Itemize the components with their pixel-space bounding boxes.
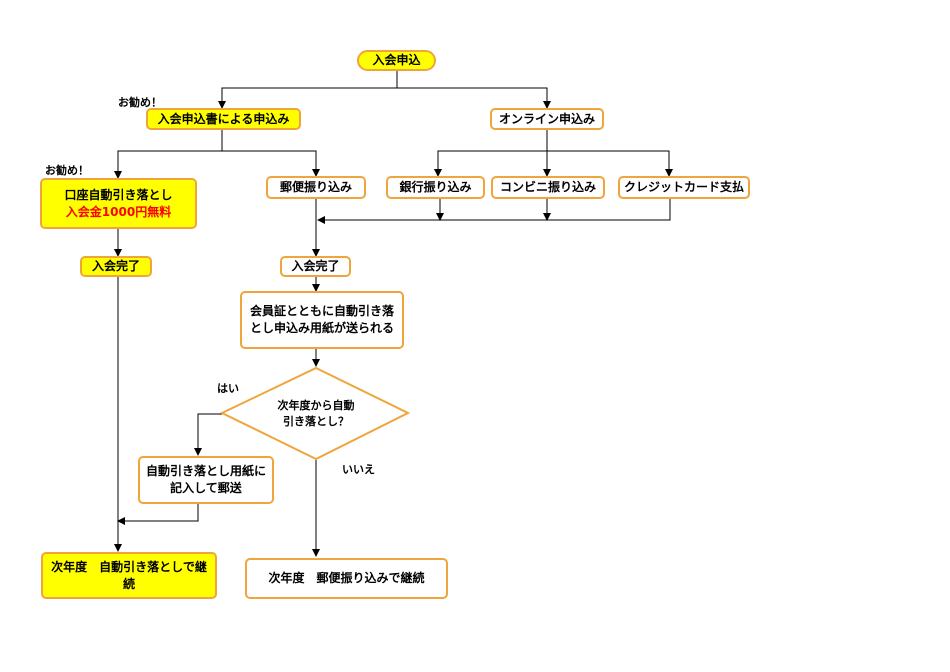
node-membership-card-line1: 会員証とともに自動引き落 [249, 304, 394, 318]
node-auto-debit-line1: 口座自動引き落とし [64, 187, 173, 202]
edge-online-credit [547, 150, 673, 177]
recommended-label-2: お勧め！ [45, 164, 89, 177]
node-bank-transfer: 銀行振り込み [386, 176, 485, 199]
decision-line1: 次年度から自動 [277, 399, 355, 412]
yes-label: はい [217, 382, 239, 395]
node-next-year-auto: 次年度 自動引き落としで継 続 [41, 552, 217, 599]
node-convenience-transfer-label: コンビニ振り込み [499, 180, 596, 194]
node-fill-form-line1: 自動引き落とし用紙に [145, 464, 266, 478]
node-fill-form-line2: 記入して郵送 [170, 481, 242, 495]
node-complete-center: 入会完了 [280, 256, 351, 277]
decision-line2: 引き落とし？ [283, 415, 349, 428]
node-membership-card-line2: とし申込み用紙が送られる [249, 321, 394, 335]
node-fill-form: 自動引き落とし用紙に 記入して郵送 [138, 456, 274, 504]
edge-start-online [397, 87, 551, 109]
node-bank-transfer-label: 銀行振り込み [399, 180, 472, 194]
node-auto-debit-line2: 入会金1000円無料 [65, 204, 172, 219]
decision-text: 次年度から自動 引き落とし？ [252, 396, 380, 432]
edge-start-split [218, 71, 398, 109]
node-membership-card: 会員証とともに自動引き落 とし申込み用紙が送られる [240, 291, 404, 349]
node-next-year-auto-line1: 次年度 自動引き落としで継 [51, 559, 207, 574]
no-label: いいえ [342, 463, 375, 476]
edge-fillform-merge [117, 504, 199, 525]
node-online-application-label: オンライン申込み [498, 111, 595, 126]
node-next-year-auto-line2: 続 [122, 576, 135, 591]
node-next-year-postal-label: 次年度 郵便振り込みで継続 [268, 571, 425, 585]
node-credit-card-label: クレジットカード支払 [623, 180, 744, 194]
node-complete-left-label: 入会完了 [91, 259, 140, 273]
node-credit-card: クレジットカード支払 [618, 176, 750, 199]
edge-paper-postal [222, 150, 320, 177]
recommended-label-1: お勧め！ [118, 96, 162, 109]
node-auto-debit: 口座自動引き落とし 入会金1000円無料 [40, 178, 197, 229]
node-next-year-postal: 次年度 郵便振り込みで継続 [245, 558, 448, 599]
decision-diamond [219, 366, 411, 461]
node-postal-transfer: 郵便振り込み [266, 176, 366, 199]
edge-online-split [434, 128, 548, 177]
edge-decision-yes [194, 413, 222, 456]
node-online-application: オンライン申込み [490, 108, 604, 130]
node-complete-left: 入会完了 [80, 256, 152, 277]
node-start: 入会申込 [357, 50, 436, 71]
node-convenience-transfer: コンビニ振り込み [491, 176, 605, 199]
node-paper-application-label: 入会申込書による申込み [157, 111, 290, 126]
node-paper-application: 入会申込書による申込み [146, 108, 301, 130]
node-complete-center-label: 入会完了 [291, 259, 340, 273]
edge-credit-merge [317, 199, 671, 224]
node-start-label: 入会申込 [372, 53, 421, 67]
edge-paper-split [114, 128, 223, 179]
node-postal-transfer-label: 郵便振り込み [279, 180, 352, 194]
